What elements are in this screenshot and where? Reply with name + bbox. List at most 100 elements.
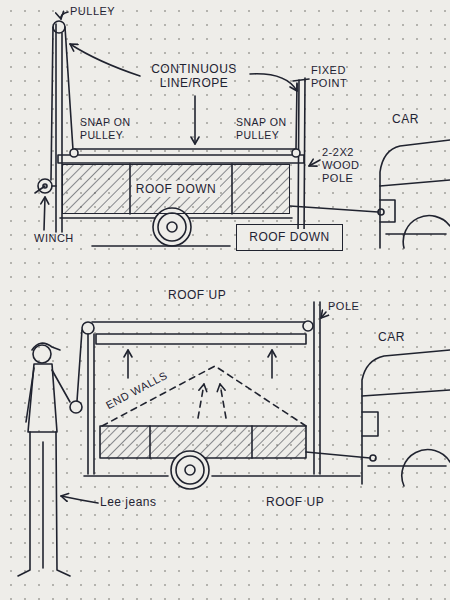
car-front [380,140,450,248]
person-figure [52,370,70,402]
leader-line [44,197,45,230]
person-figure [26,368,34,422]
rope [74,148,296,150]
vehicle-label: CAR [392,112,436,126]
leader-line [61,12,68,19]
trailer-frame [231,164,233,214]
part-label: SNAP ON PULLEY [80,116,136,141]
left-pole [93,334,95,474]
person-figure [56,432,70,576]
car-front [380,140,450,248]
vehicle-label: CAR [378,330,422,344]
part-label: POLE [328,300,372,313]
ground-line [212,475,360,477]
end-wall [198,384,204,418]
leader-line [61,496,98,503]
trailer-frame [100,426,306,458]
car-front [362,390,450,396]
end-wall [220,384,226,418]
left-pole [88,334,94,474]
person-figure [42,442,44,568]
part-label: PULLEY [70,5,130,18]
person-figure [18,343,82,576]
right-pole [298,80,299,240]
right-pole [314,302,320,474]
winch [35,179,56,193]
right-pole [293,79,309,81]
end-wall [102,366,306,426]
leader-line [321,312,326,318]
part-label: 2-2X2 WOOD POLE [322,146,368,186]
person-note: Lee jeans [100,495,180,509]
rope [92,321,306,323]
trailer-wheel [171,451,209,489]
raised-roof [96,334,306,344]
trailer-wheel [185,465,195,475]
trailer-frame [129,164,131,214]
leader-line [194,96,196,144]
lift-arrow [127,350,129,378]
ground-line [92,245,230,247]
snap-on-pulley [70,149,78,157]
trailer-frame [306,452,370,458]
part-label: WINCH [34,232,88,245]
trailer-box: ROOF DOWN [62,164,290,214]
roof-rail [58,155,304,163]
trailer-wheel [158,213,186,241]
top-pulley [303,321,313,331]
car-front [380,180,450,186]
box-text: ROOF DOWN [132,181,221,197]
box-text: ROOF DOWN [245,229,334,245]
car-front [403,216,450,248]
leader-line [70,44,140,76]
car-front [362,350,450,486]
top-pulley [82,322,94,334]
car-front [402,450,450,486]
trailer-frame [60,164,384,218]
winch [35,186,45,193]
left-pole [55,24,57,232]
person-figure [33,345,51,363]
caption-box: ROOF DOWN [236,224,343,251]
end-wall [102,366,306,426]
rope [296,84,297,149]
left-pole [87,334,89,474]
top-pulley [53,21,65,33]
car-front [368,465,446,467]
trailer-frame [100,426,376,461]
person-figure [32,343,60,350]
leader-line [309,160,320,166]
trailer-wheel [167,222,177,232]
trailer-frame [378,209,384,215]
rope [51,27,297,180]
car-front [362,350,450,484]
trailer-wheel [171,451,209,489]
trailer-frame [251,426,253,458]
person-figure [18,432,30,576]
right-pole [319,302,321,474]
leader-line [44,12,320,230]
car-front [386,233,446,235]
part-label: SNAP ON PULLEY [236,116,291,141]
rope [51,27,53,180]
view-heading: ROOF UP [168,288,258,302]
part-label: END WALLS [102,368,171,413]
trailer-hatch [100,426,306,458]
trailer-hatch [62,164,290,214]
snap-on-pulley [292,149,300,157]
view-caption: ROOF UP [266,495,346,509]
rope [77,322,306,401]
person-figure [70,401,82,413]
trailer-frame [370,455,376,461]
right-pole [293,78,309,240]
leader-line [250,74,297,91]
part-label: FIXED POINT [311,64,359,90]
lift-arrow [271,350,273,378]
ground-line [84,475,168,477]
callout-label: CONTINUOUS LINE/ROPE [138,62,250,91]
car-front [362,412,378,436]
trailer-frame [290,206,378,212]
car-front [380,200,395,222]
leader-line [61,312,326,503]
trailer-frame [149,426,151,458]
